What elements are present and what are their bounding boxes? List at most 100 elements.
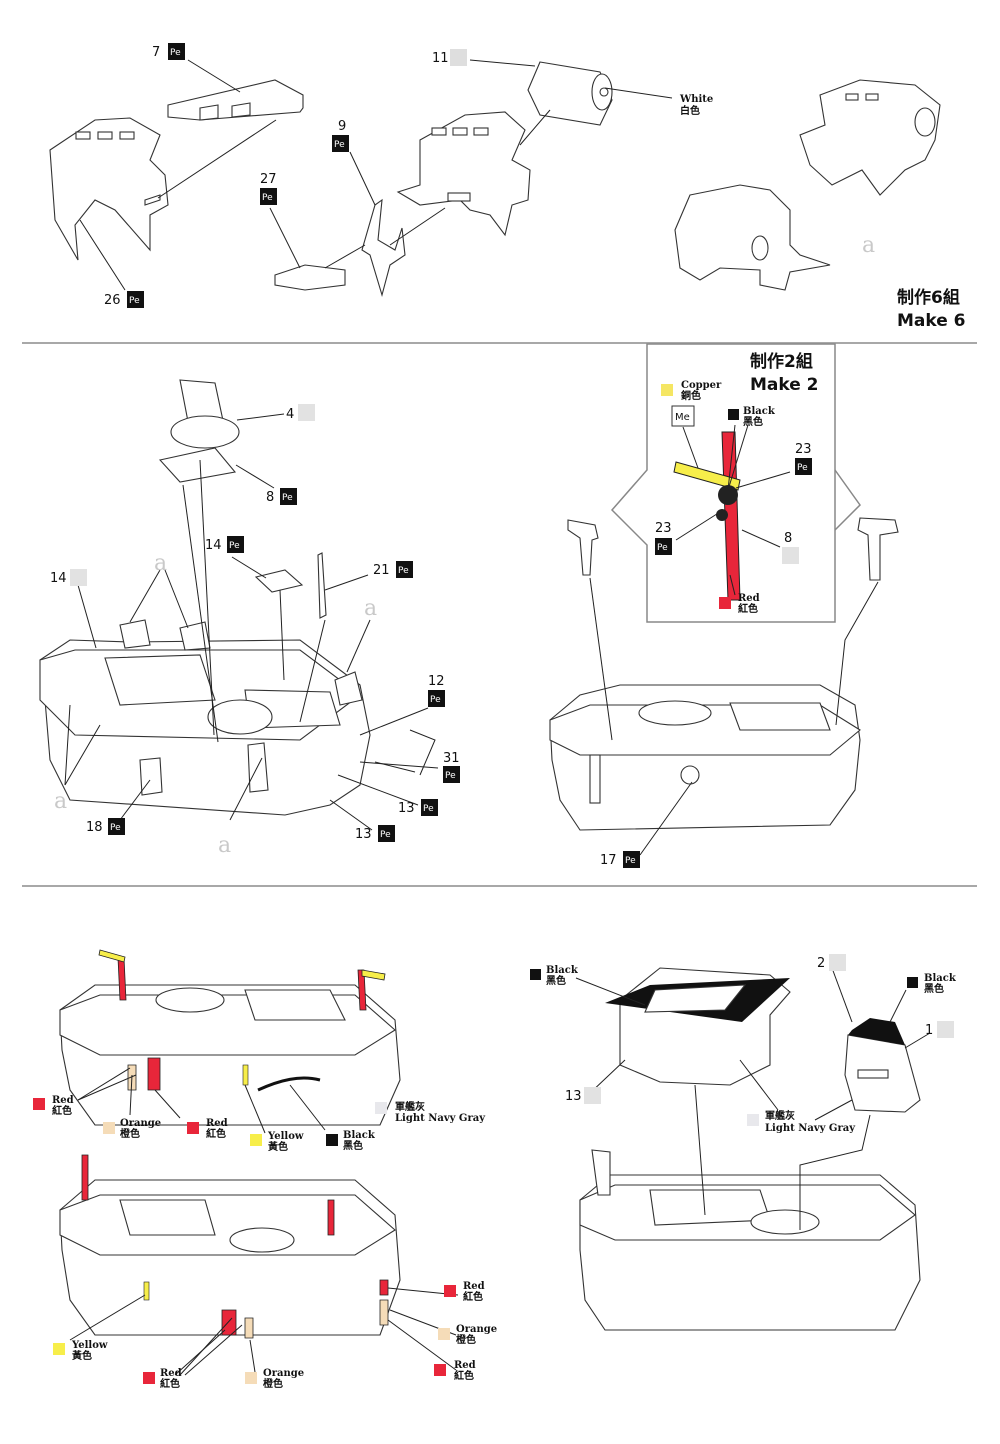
funnel-part-1-2-drawing <box>844 1018 921 1113</box>
leader-part-13-a <box>337 774 419 806</box>
leader-part-27 <box>269 207 301 269</box>
paint-navy-gray-1-en: Light Navy Gray <box>395 1113 486 1124</box>
paint-orange-1-zh: 橙色 <box>120 1127 140 1140</box>
leader-a-1 <box>129 569 161 623</box>
paint-white-zh: 白色 <box>680 104 700 117</box>
arrow-part-7-to-frame <box>157 119 277 199</box>
leader-part-23-a <box>735 471 791 489</box>
paint-label-white: White 白色 <box>679 94 713 117</box>
paint-orange-2-zh: 橙色 <box>263 1377 283 1390</box>
part-number-7: 7 <box>152 45 160 60</box>
leader-red-paint-1 <box>77 1067 131 1101</box>
deck-hull-painted-bottom-drawing <box>59 1154 401 1339</box>
leader-a-3 <box>346 619 371 673</box>
frame-part-26-drawing <box>49 117 169 261</box>
part-label-7: 7 Pe <box>152 43 185 60</box>
make-6-heading: 制作6組 Make 6 <box>897 287 966 331</box>
paint-black-bridge-zh: 黑色 <box>546 974 566 987</box>
arrow-crane-left-to-deck <box>589 577 613 741</box>
leader-part-8 <box>235 464 275 489</box>
leader-part-4 <box>236 413 285 421</box>
pe-badge-23-a: Pe <box>797 463 808 473</box>
leader-red-paint-5 <box>179 1317 233 1376</box>
make-6-en: Make 6 <box>897 311 966 331</box>
arrow-part-9-to-frame <box>389 207 446 246</box>
part-number-4: 4 <box>286 407 294 422</box>
paint-label-red-4: Red 紅色 <box>444 1281 485 1303</box>
pe-badge-8: Pe <box>282 493 293 503</box>
part-number-21: 21 <box>373 563 390 578</box>
paint-label-navy-gray-2: 軍艦灰 Light Navy Gray <box>747 1109 856 1134</box>
paint-label-navy-gray-1: 軍艦灰 Light Navy Gray <box>375 1100 486 1124</box>
part-label-1: 1 <box>925 1021 954 1038</box>
paint-white-en: White <box>679 94 713 105</box>
leader-part-13-b <box>329 799 373 831</box>
part-number-14-plate: 14 <box>205 538 222 553</box>
arrow-funnel-to-deck <box>799 1114 871 1230</box>
pe-badge-13-b: Pe <box>380 830 391 840</box>
paint-label-red-2: Red 紅色 <box>187 1118 228 1140</box>
paint-label-black-funnel: Black 黑色 <box>907 973 957 995</box>
part-label-21: 21 Pe <box>373 561 413 578</box>
paint-navy-gray-2-en: Light Navy Gray <box>765 1123 856 1134</box>
part-label-13-b: 13 Pe <box>355 825 395 842</box>
arrow-part-8-to-deck <box>199 459 215 736</box>
part-number-8: 8 <box>266 490 274 505</box>
plate-part-7-drawing <box>167 79 304 121</box>
part-number-9: 9 <box>338 119 346 134</box>
paint-copper-zh: 銅色 <box>681 389 701 402</box>
make-2-zh: 制作2組 <box>750 351 813 372</box>
leader-part-23-b <box>675 511 721 541</box>
part-label-12: 12 Pe <box>428 674 445 707</box>
part-label-8-inset: 8 <box>782 531 799 564</box>
paint-label-black-inset: Black 黑色 <box>728 406 776 428</box>
part-label-26: 26 Pe <box>104 291 144 308</box>
pe-badge-27: Pe <box>262 193 273 203</box>
leader-yellow-paint-2 <box>69 1294 146 1341</box>
part-number-2: 2 <box>817 956 825 971</box>
rod-part-21-drawing <box>317 552 327 619</box>
part-label-me: Me <box>671 405 695 427</box>
paint-red-4-en: Red <box>463 1281 485 1292</box>
paint-orange-2-en: Orange <box>263 1368 304 1379</box>
leader-copper-paint <box>682 426 699 469</box>
make-2-en: Make 2 <box>750 375 819 395</box>
paint-orange-3-en: Orange <box>456 1324 497 1335</box>
pe-badge-31: Pe <box>445 771 456 781</box>
part-label-9: 9 Pe <box>332 119 349 152</box>
leader-yellow-paint-1 <box>244 1084 266 1134</box>
crane-small-left-drawing <box>567 519 599 576</box>
paint-red-inset-en: Red <box>738 593 760 604</box>
part-number-8-inset: 8 <box>784 531 792 546</box>
part-label-23-b: 23 Pe <box>655 521 672 555</box>
part-number-1: 1 <box>925 1023 933 1038</box>
paint-navy-gray-1-zh: 軍艦灰 <box>395 1100 425 1113</box>
paint-black-1-en: Black <box>343 1130 376 1141</box>
part-label-23-a: 23 Pe <box>795 442 812 475</box>
leader-part-17 <box>639 781 693 856</box>
rail-part-12-drawing <box>409 729 436 776</box>
leader-a-6 <box>229 757 263 821</box>
arrow-part-11-to-frame <box>519 109 551 146</box>
plate-part-27-drawing <box>274 264 346 291</box>
part-number-13-b: 13 <box>355 827 372 842</box>
leader-red-paint-6 <box>184 1324 243 1376</box>
part-label-14-deck: 14 <box>50 569 87 586</box>
crane-small-right-drawing <box>857 517 899 581</box>
leader-part-21 <box>324 574 369 591</box>
arrow-part-14-to-deck <box>279 589 285 681</box>
pe-badge-21: Pe <box>398 566 409 576</box>
leader-a-5 <box>64 704 71 786</box>
inset-callout-pointer <box>834 469 861 531</box>
pe-badge-17: Pe <box>625 856 636 866</box>
leader-part-2 <box>831 967 853 1023</box>
subassembly-a-label: a <box>862 233 875 258</box>
leader-black-paint-1 <box>727 424 736 491</box>
paint-red-inset-zh: 紅色 <box>738 602 758 615</box>
paint-label-orange-1: Orange 橙色 <box>103 1118 161 1140</box>
paint-red-5-zh: 紅色 <box>454 1369 474 1382</box>
part-number-11: 11 <box>432 51 449 66</box>
arrow-crane-right-to-deck <box>835 581 879 726</box>
leader-black-paint-2 <box>727 424 749 491</box>
